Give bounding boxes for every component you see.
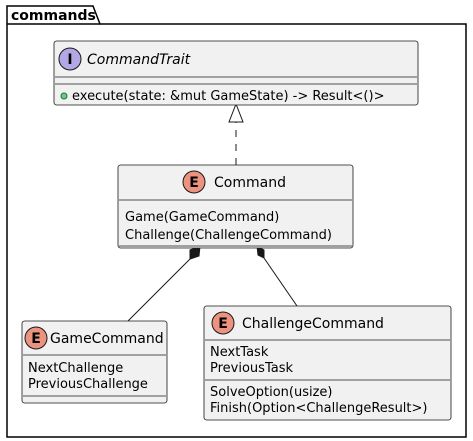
class-name: GameCommand (50, 331, 164, 347)
enum-stereotype-letter: E (218, 316, 228, 332)
enum-value: PreviousChallenge (28, 377, 148, 392)
enum-value: Challenge(ChallengeCommand) (125, 228, 332, 243)
method-signature: execute(state: &mut GameState) -> Result… (72, 89, 384, 104)
package-tab (6, 5, 467, 438)
enum-command: E Command Game(GameCommand) Challenge(Ch… (117, 164, 354, 249)
enum-game-command: E GameCommand NextChallenge PreviousChal… (21, 320, 168, 404)
interface-stereotype-letter: I (67, 52, 72, 68)
enum-value: NextChallenge (28, 361, 123, 376)
realization-arrowhead (228, 102, 244, 123)
composition-line-game (127, 258, 191, 322)
class-box (203, 305, 452, 421)
enum-challenge-command: E ChallengeCommand NextTask PreviousTask… (203, 305, 452, 421)
enum-value: NextTask (210, 345, 269, 360)
composition-diamond-challenge (256, 245, 265, 259)
enum-stereotype-letter: E (189, 175, 199, 191)
enum-method: SolveOption(usize) (210, 385, 332, 400)
interface-command-trait: I CommandTrait execute(state: &mut GameS… (53, 40, 419, 106)
class-box (21, 320, 168, 404)
enum-stereotype-badge (211, 311, 235, 335)
package-label: commands (11, 8, 96, 24)
enum-value: PreviousTask (210, 361, 293, 376)
class-box (117, 164, 354, 249)
composition-diamond-game (189, 245, 201, 260)
class-name: Command (214, 175, 286, 191)
relations (127, 102, 298, 322)
enum-stereotype-badge (24, 326, 48, 350)
composition-line-challenge (263, 257, 298, 307)
package-commands: commands (6, 5, 467, 438)
class-name: ChallengeCommand (242, 316, 384, 332)
enum-stereotype-letter: E (31, 331, 41, 347)
class-box (53, 40, 419, 106)
class-name: CommandTrait (87, 52, 191, 68)
public-method-icon (60, 92, 68, 100)
interface-stereotype-badge (58, 47, 82, 71)
enum-method: Finish(Option<ChallengeResult>) (210, 401, 427, 416)
enum-value: Game(GameCommand) (125, 210, 279, 225)
enum-stereotype-badge (182, 170, 206, 194)
